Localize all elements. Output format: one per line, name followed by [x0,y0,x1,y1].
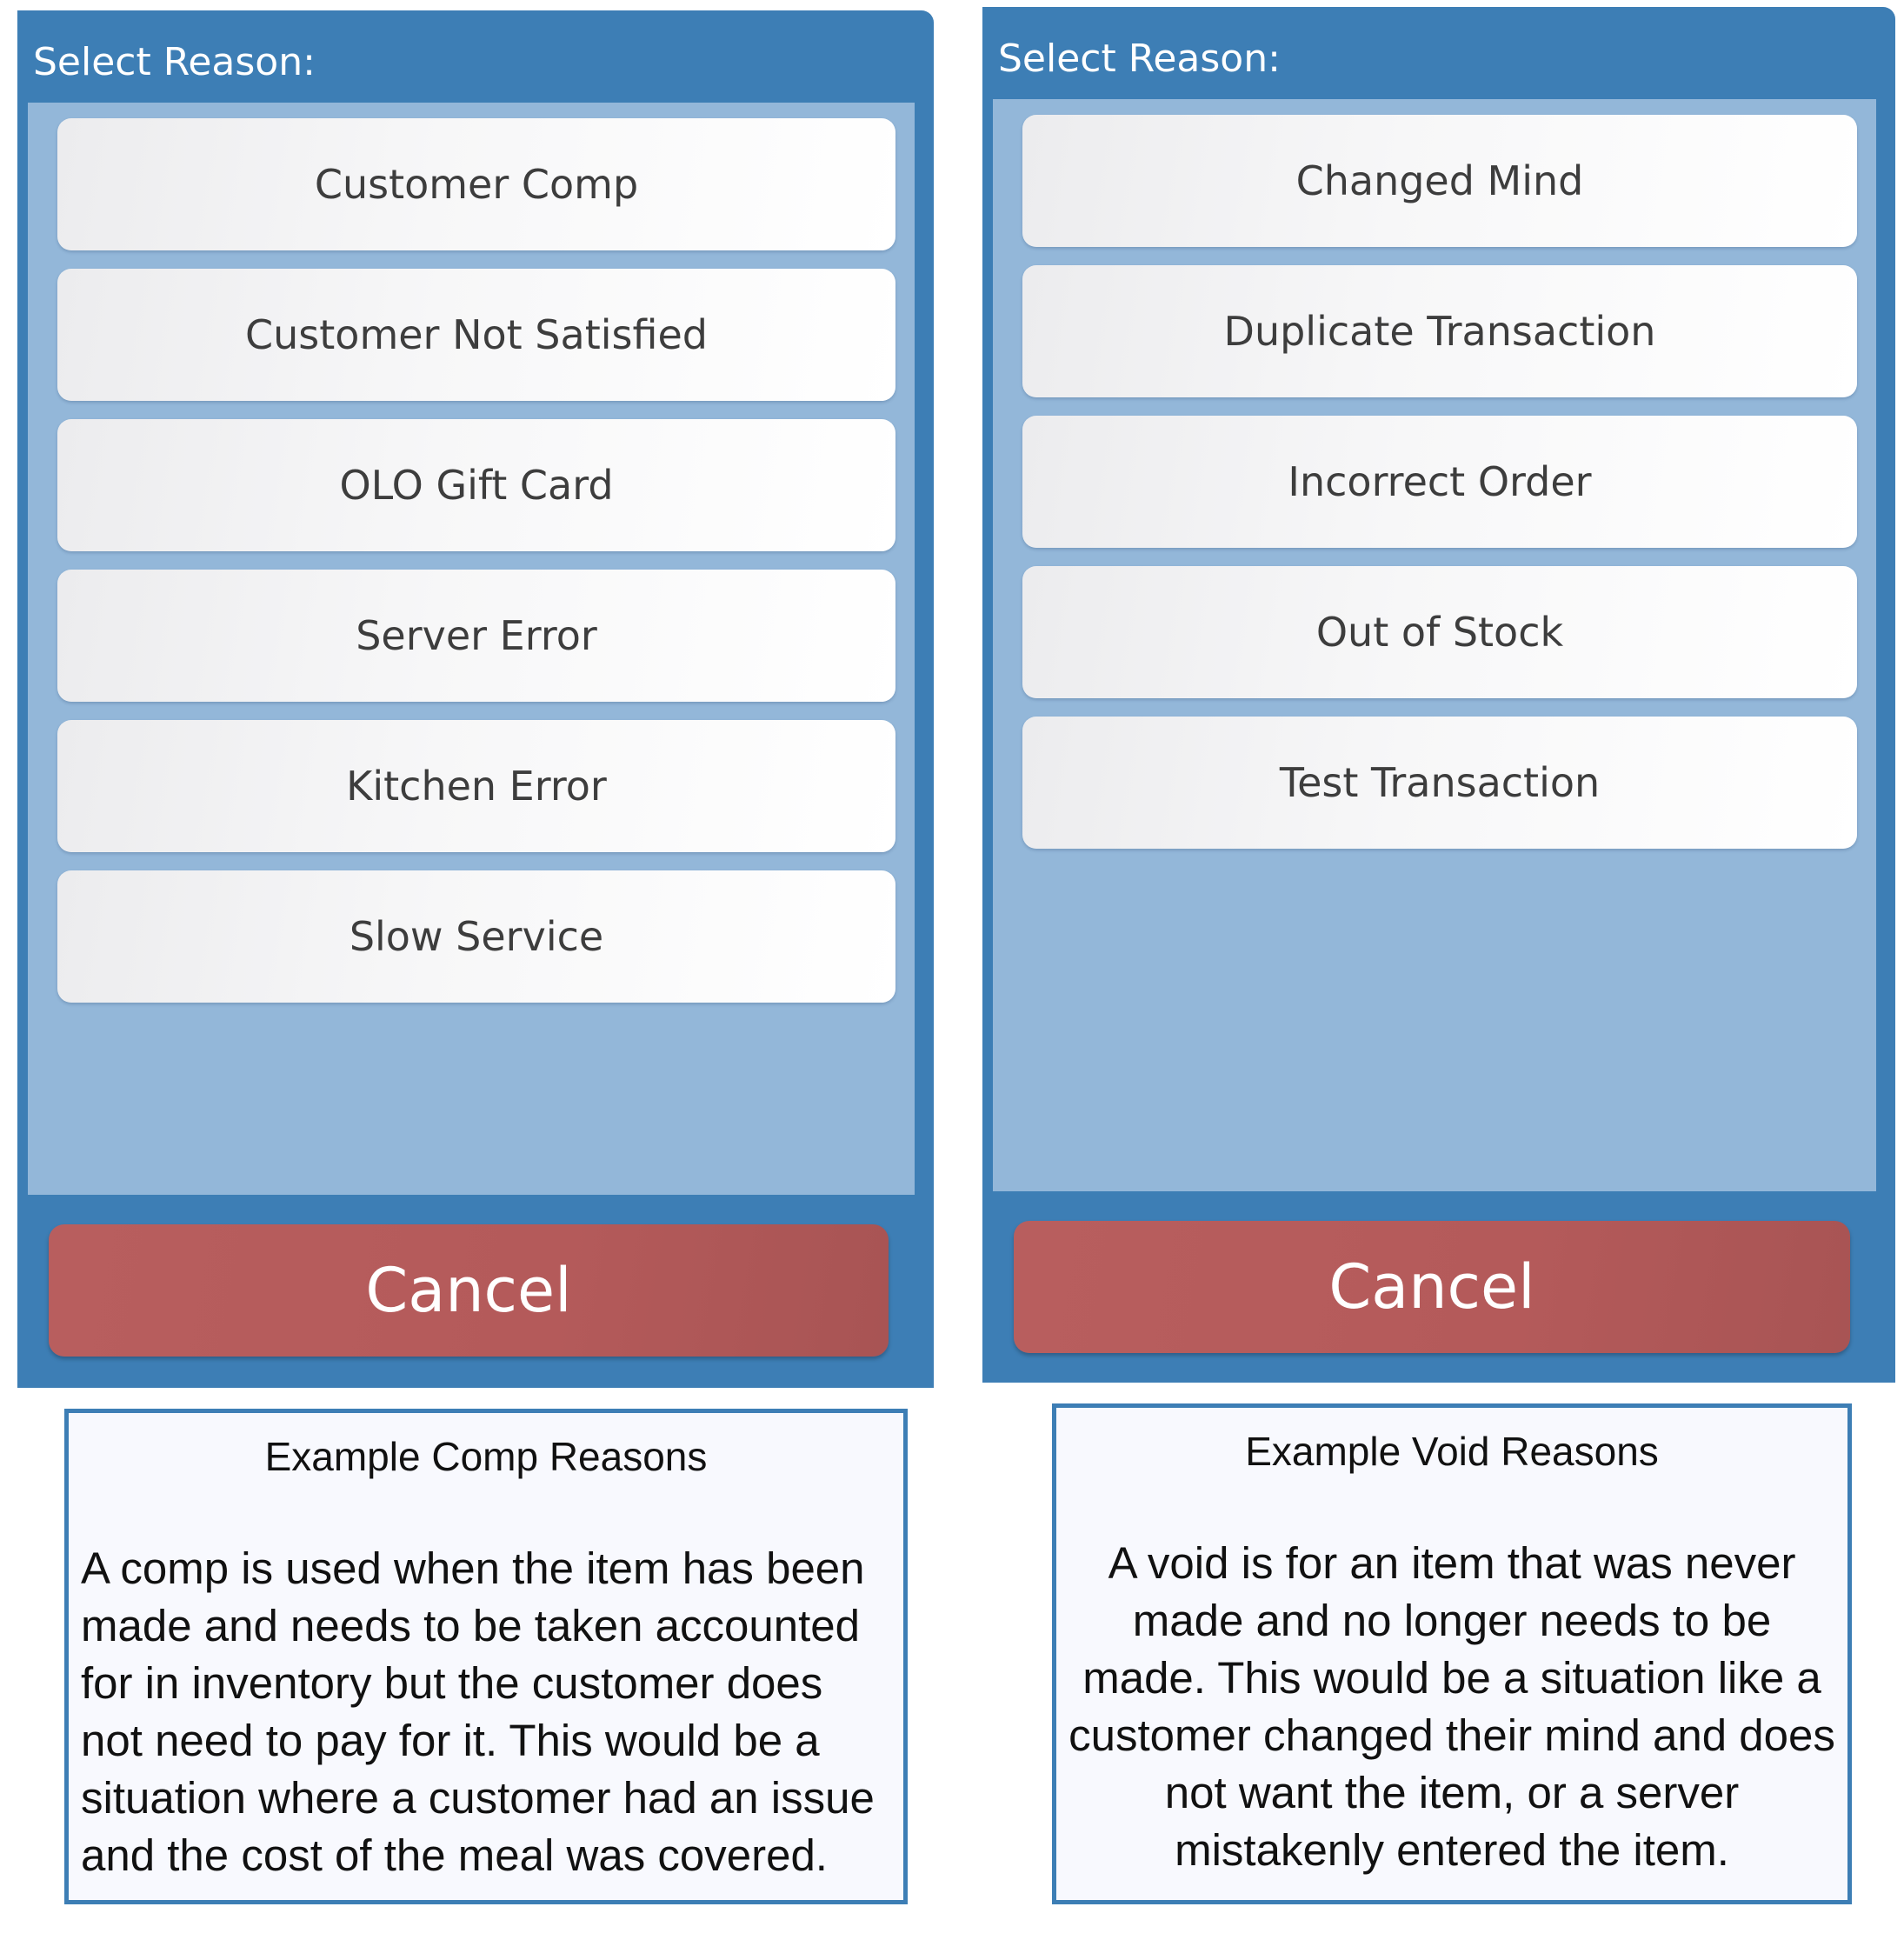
reason-button-server-error[interactable]: Server Error [57,570,895,702]
comp-dialog-title: Select Reason: [33,40,316,84]
void-reason-list: Changed Mind Duplicate Transaction Incor… [993,99,1876,1191]
reason-button-duplicate-transaction[interactable]: Duplicate Transaction [1022,265,1857,397]
comp-explanation-text: A comp is used when the item has been ma… [81,1543,875,1880]
reason-button-kitchen-error[interactable]: Kitchen Error [57,720,895,852]
void-explanation-box: Example Void Reasons A void is for an it… [1052,1403,1852,1904]
comp-cancel-button[interactable]: Cancel [49,1224,889,1357]
comp-reason-list: Customer Comp Customer Not Satisfied OLO… [28,103,915,1195]
void-explanation-title: Example Void Reasons [1245,1429,1659,1474]
void-reason-dialog: Select Reason: Changed Mind Duplicate Tr… [982,7,1895,1383]
reason-button-slow-service[interactable]: Slow Service [57,870,895,1003]
reason-button-test-transaction[interactable]: Test Transaction [1022,717,1857,849]
reason-button-customer-comp[interactable]: Customer Comp [57,118,895,250]
reason-button-out-of-stock[interactable]: Out of Stock [1022,566,1857,698]
reason-button-changed-mind[interactable]: Changed Mind [1022,115,1857,247]
comp-reason-dialog: Select Reason: Customer Comp Customer No… [17,10,934,1388]
reason-button-incorrect-order[interactable]: Incorrect Order [1022,416,1857,548]
reason-button-olo-gift-card[interactable]: OLO Gift Card [57,419,895,551]
void-dialog-title: Select Reason: [998,37,1281,81]
comp-explanation-title: Example Comp Reasons [264,1434,708,1479]
reason-button-customer-not-satisfied[interactable]: Customer Not Satisfied [57,269,895,401]
void-explanation-text: A void is for an item that was never mad… [1069,1538,1835,1875]
void-cancel-button[interactable]: Cancel [1014,1221,1850,1353]
comp-explanation-box: Example Comp Reasons A comp is used when… [64,1409,908,1904]
